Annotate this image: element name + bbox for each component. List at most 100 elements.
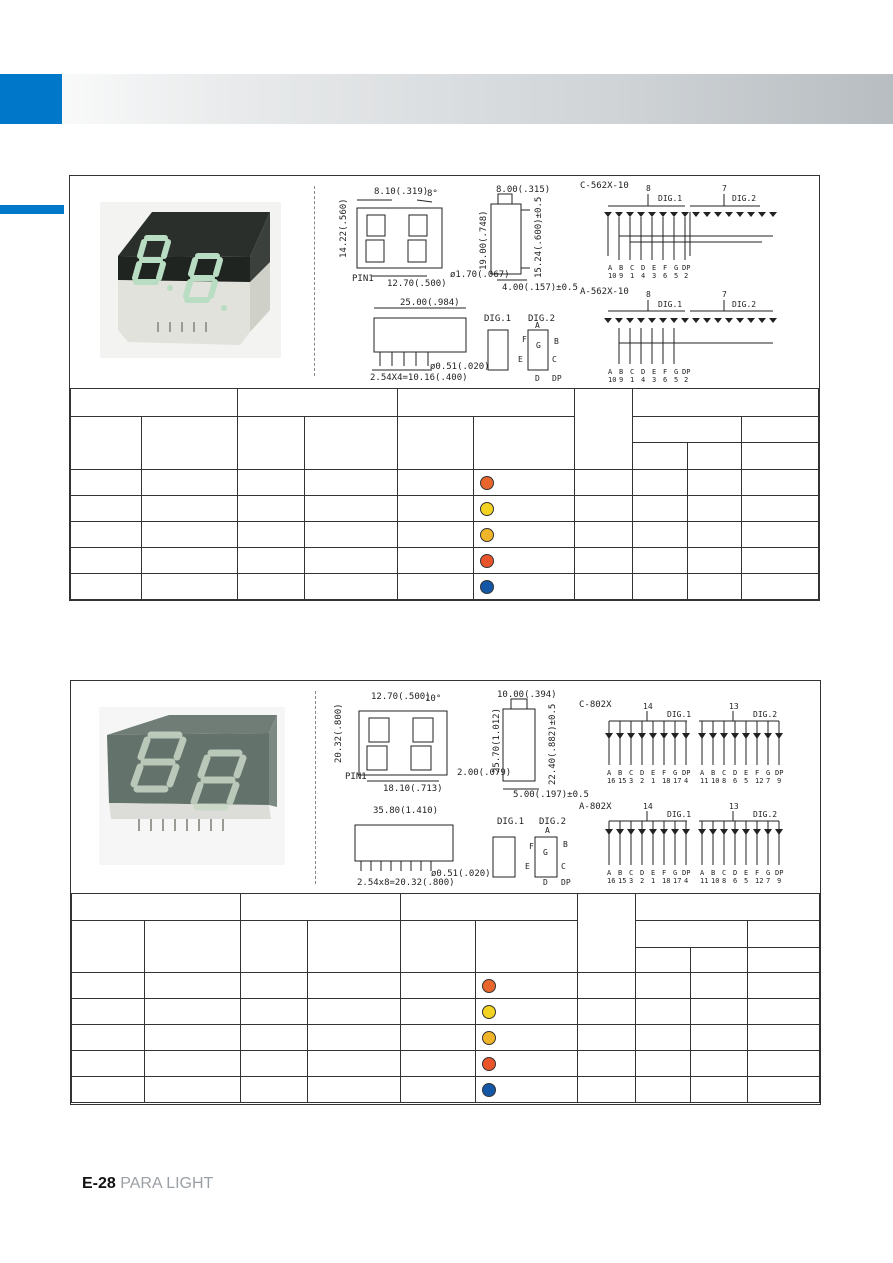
table-row bbox=[71, 972, 820, 999]
digit-label: DIG.2 bbox=[528, 314, 555, 324]
segment-label: C bbox=[629, 769, 633, 777]
header-cell bbox=[240, 893, 401, 921]
outline-drawing-2: 12.70(.500) 10° 20.32(.800) 18.10(.713) … bbox=[334, 690, 589, 888]
emission-color-dot bbox=[480, 553, 494, 568]
schematic-title: A-562X-10 bbox=[580, 287, 629, 297]
segment-label: DP bbox=[682, 368, 690, 376]
dim-label: 22.40(.882)±0.5 bbox=[548, 704, 558, 785]
spec-table-2 bbox=[71, 893, 820, 1103]
pin-number: 4 bbox=[684, 877, 688, 885]
pin-number: 16 bbox=[607, 777, 615, 785]
header-cell bbox=[70, 388, 238, 417]
segment-label: F bbox=[522, 335, 527, 344]
segment-label: F bbox=[529, 842, 534, 851]
header-cell bbox=[690, 947, 748, 973]
dim-label: 12.70(.500) bbox=[387, 279, 447, 289]
dim-label: 2.54x8=20.32(.800) bbox=[357, 878, 455, 888]
segment-label: D bbox=[733, 869, 737, 877]
segment-label: A bbox=[700, 869, 705, 877]
common-pin: 7 bbox=[722, 290, 727, 299]
header-cell bbox=[240, 920, 308, 973]
segment-label: B bbox=[711, 869, 715, 877]
segment-label: A bbox=[700, 769, 705, 777]
dim-label: ø1.70(.067) bbox=[450, 270, 510, 280]
table-row bbox=[71, 1050, 820, 1077]
pin-number: 6 bbox=[733, 777, 737, 785]
segment-label: A bbox=[607, 869, 612, 877]
segment-label: B bbox=[619, 368, 623, 376]
pin-number: 1 bbox=[630, 376, 634, 384]
segment-label: G bbox=[674, 368, 678, 376]
pin-number: 1 bbox=[651, 777, 655, 785]
pin-number: 2 bbox=[684, 376, 688, 384]
dim-label: 25.70(1.012) bbox=[492, 708, 502, 773]
header-cell bbox=[71, 920, 145, 973]
dim-label: 8.00(.315) bbox=[496, 185, 550, 195]
segment-row-top: A B C D E F G DP 10 9 1 4 3 6 5 2 bbox=[608, 264, 690, 280]
pin-number: 5 bbox=[744, 777, 748, 785]
segment-label: A bbox=[607, 769, 612, 777]
section-tab-marker bbox=[0, 205, 64, 214]
segment-label: E bbox=[651, 869, 655, 877]
pin-number: 1 bbox=[651, 877, 655, 885]
common-pin: 8 bbox=[646, 184, 651, 193]
table-row bbox=[71, 1076, 820, 1103]
segment-label: G bbox=[673, 869, 677, 877]
pin-number: 9 bbox=[777, 877, 781, 885]
segment-label: B bbox=[619, 264, 623, 272]
pin-number: 17 bbox=[673, 877, 681, 885]
header-cell bbox=[237, 388, 398, 417]
digit-label: DIG.2 bbox=[753, 710, 777, 719]
segment-label: B bbox=[618, 869, 622, 877]
brand-name: PARA LIGHT bbox=[120, 1175, 214, 1192]
segment-label: G bbox=[674, 264, 678, 272]
schematic-title: C-802X bbox=[579, 700, 612, 710]
pin-number: 18 bbox=[662, 777, 670, 785]
digit-label: DIG.1 bbox=[658, 194, 682, 203]
section-color-block bbox=[0, 74, 62, 124]
header-cell bbox=[473, 416, 575, 470]
segment-label: B bbox=[563, 840, 568, 849]
pin-number: 4 bbox=[641, 376, 645, 384]
dim-label: PIN1 bbox=[352, 274, 374, 284]
pin-number: 5 bbox=[674, 376, 678, 384]
segment-label: B bbox=[554, 337, 559, 346]
segment-label: G bbox=[673, 769, 677, 777]
segment-label: F bbox=[662, 869, 666, 877]
header-cell bbox=[237, 416, 305, 470]
table-row bbox=[70, 573, 819, 600]
segment-label: C bbox=[630, 368, 634, 376]
segment-label: C bbox=[630, 264, 634, 272]
pin-number: 6 bbox=[733, 877, 737, 885]
led-display-photo-icon bbox=[107, 715, 277, 831]
pin-number: 10 bbox=[711, 777, 719, 785]
pin-number: 11 bbox=[700, 877, 708, 885]
segment-label: F bbox=[663, 264, 667, 272]
segment-label: A bbox=[545, 826, 550, 835]
dim-label: 5.00(.197)±0.5 bbox=[513, 790, 589, 800]
dim-label: 2.00(.079) bbox=[457, 768, 511, 778]
common-pin: 7 bbox=[722, 184, 727, 193]
pin-number: 7 bbox=[766, 877, 770, 885]
segment-label: E bbox=[518, 355, 523, 364]
pin-number: 4 bbox=[641, 272, 645, 280]
common-pin: 14 bbox=[643, 802, 653, 811]
dim-label: 19.00(.748) bbox=[479, 210, 489, 270]
pin-number: 17 bbox=[673, 777, 681, 785]
segment-label: G bbox=[766, 869, 770, 877]
led-display-photo-icon bbox=[118, 212, 270, 345]
dim-label: 8.10(.319) bbox=[374, 187, 428, 197]
segment-label: C bbox=[629, 869, 633, 877]
header-cell bbox=[635, 920, 748, 948]
segment-label: D bbox=[733, 769, 737, 777]
digit-label: DIG.1 bbox=[667, 710, 691, 719]
digit-label: DIG.1 bbox=[497, 817, 524, 827]
dim-label: 4.00(.157)±0.5 bbox=[502, 283, 578, 293]
digit-label: DIG.1 bbox=[667, 810, 691, 819]
emission-color-dot bbox=[480, 579, 494, 594]
table-row bbox=[70, 547, 819, 574]
header-cell bbox=[577, 893, 636, 973]
page-number: 28 bbox=[98, 1175, 116, 1192]
segment-label: F bbox=[755, 769, 759, 777]
pin-number: 3 bbox=[629, 777, 633, 785]
